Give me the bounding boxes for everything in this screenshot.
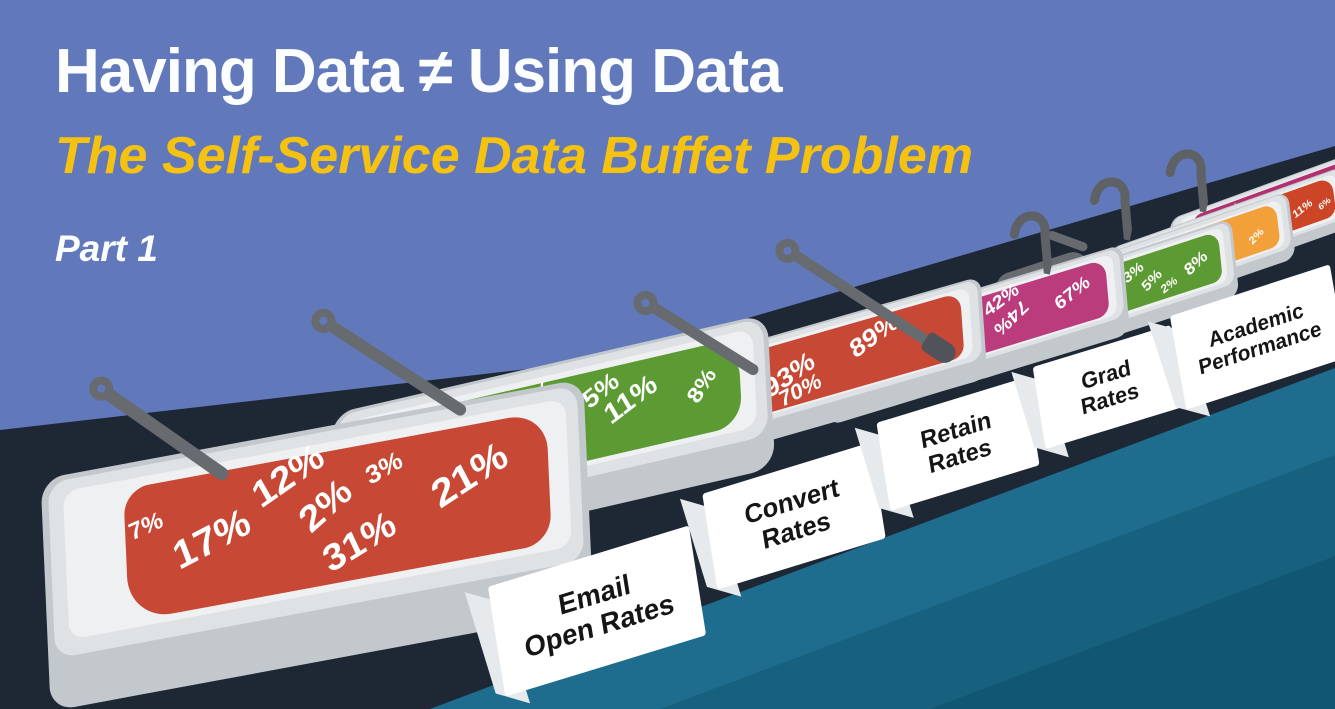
percent-value: 11% — [1290, 197, 1315, 222]
percent-value: 6% — [1317, 195, 1333, 213]
percent-value: 8% — [1181, 246, 1211, 280]
percent-value: 17% — [167, 499, 257, 579]
spoon-handle-hook — [1089, 177, 1133, 241]
percent-value: 7% — [125, 506, 167, 547]
page-title: Having Data ≠ Using Data — [55, 37, 783, 106]
spoon-handle-hook — [1009, 211, 1053, 275]
page-subtitle: The Self-Service Data Buffet Problem — [55, 127, 973, 185]
percent-value: 8% — [681, 364, 721, 408]
part-label: Part 1 — [55, 228, 158, 269]
spoon-handle-hook — [1165, 149, 1209, 213]
percent-value: 67% — [1051, 271, 1094, 315]
percent-value: 2% — [1246, 225, 1266, 248]
percent-value: 3% — [361, 444, 407, 491]
table-front-deep — [930, 556, 1335, 709]
percent-value: 21% — [424, 433, 515, 517]
